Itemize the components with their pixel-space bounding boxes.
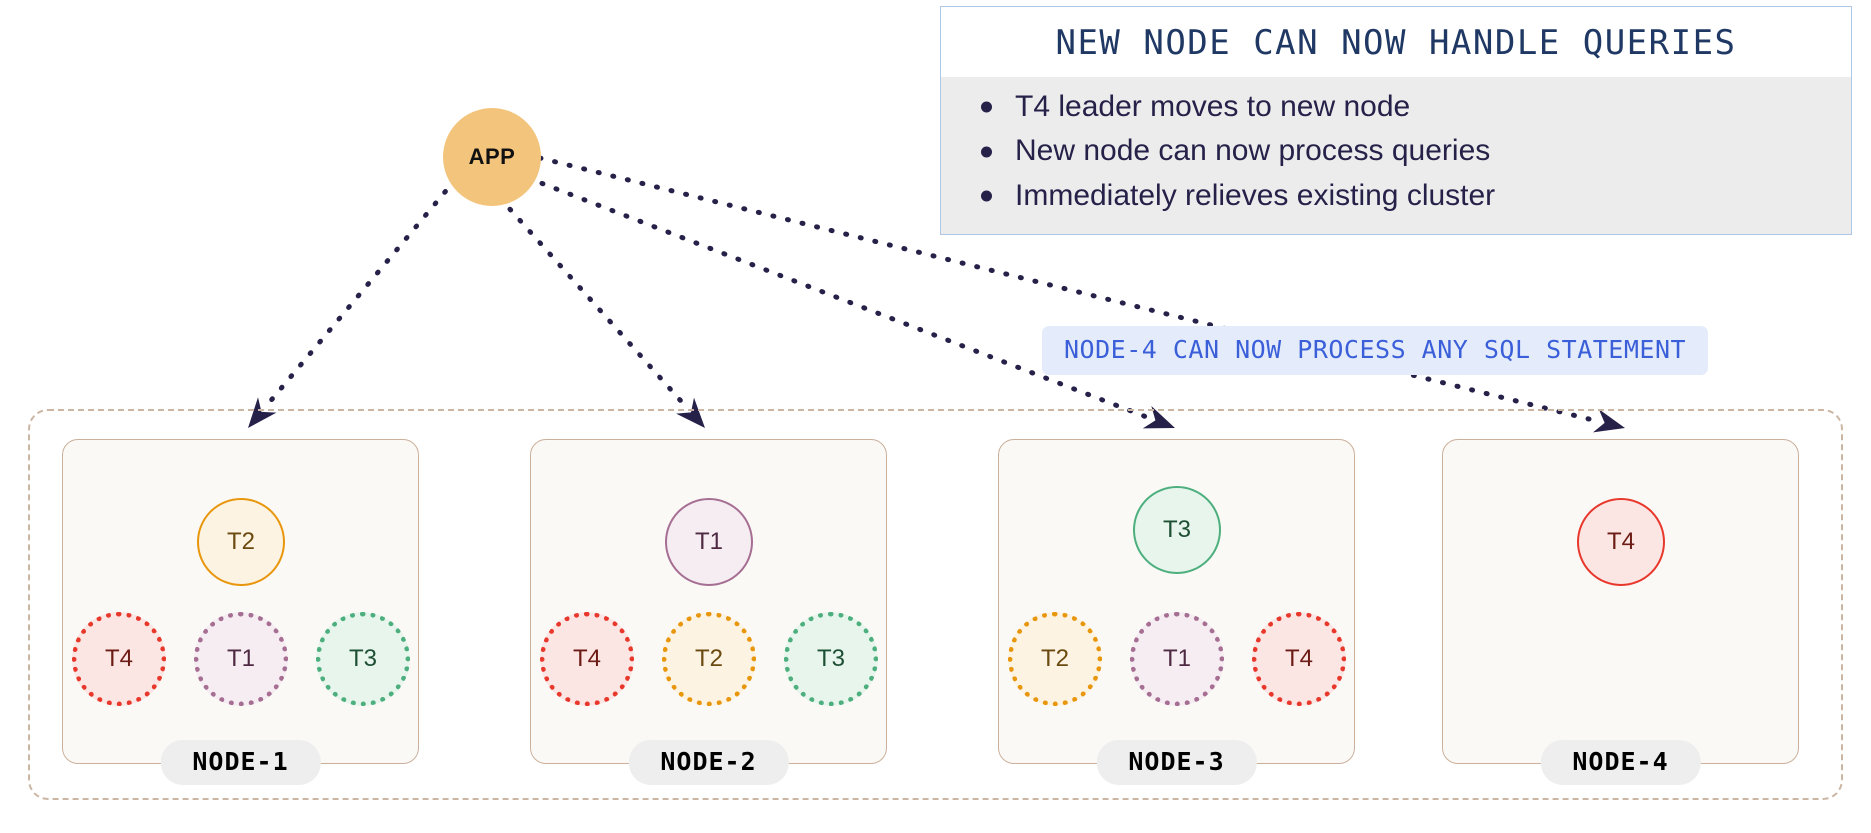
leader-token-label: T3 <box>1162 516 1191 543</box>
follower-token-circle[interactable]: T4 <box>540 612 634 706</box>
callout-title: NEW NODE CAN NOW HANDLE QUERIES <box>941 7 1851 77</box>
follower-token-label: T1 <box>226 645 255 672</box>
leader-token-circle[interactable]: T2 <box>197 498 285 586</box>
app-node-label: APP <box>468 144 516 169</box>
follower-token-label: T2 <box>1040 645 1069 672</box>
app-client-node[interactable]: APP <box>443 108 541 206</box>
leader-token-circle[interactable]: T3 <box>1133 486 1221 574</box>
node-label-pill: NODE-3 <box>1096 740 1257 785</box>
follower-token-circle[interactable]: T1 <box>194 612 288 706</box>
leader-token-circle[interactable]: T4 <box>1577 498 1665 586</box>
leader-token-circle[interactable]: T1 <box>665 498 753 586</box>
follower-token-label: T4 <box>1284 645 1313 672</box>
follower-token-circle[interactable]: T2 <box>662 612 756 706</box>
follower-token-circle[interactable]: T3 <box>316 612 410 706</box>
follower-token-circle[interactable]: T4 <box>72 612 166 706</box>
app-to-node-1 <box>264 177 458 408</box>
callout-bullet-text: T4 leader moves to new node <box>1015 90 1411 123</box>
follower-token-circle[interactable]: T3 <box>784 612 878 706</box>
leader-token-label: T4 <box>1606 528 1635 555</box>
bullet-dot-icon <box>981 101 992 113</box>
callout-bullet-item: New node can now process queries <box>959 129 1851 173</box>
node-label-pill: NODE-1 <box>160 740 321 785</box>
follower-token-label: T4 <box>572 645 601 672</box>
callout-bullet-item: T4 leader moves to new node <box>959 85 1851 129</box>
follower-token-circle[interactable]: T2 <box>1008 612 1102 706</box>
follower-token-label: T3 <box>816 645 845 672</box>
header-callout-box: NEW NODE CAN NOW HANDLE QUERIES T4 leade… <box>940 6 1852 236</box>
follower-token-circle[interactable]: T4 <box>1252 612 1346 706</box>
callout-bullet-text: New node can now process queries <box>1015 134 1491 168</box>
callout-bullet-item: Immediately relieves existing cluster <box>959 174 1851 218</box>
leader-token-label: T1 <box>694 528 723 555</box>
follower-token-label: T1 <box>1162 645 1191 672</box>
app-to-node-2 <box>497 195 688 409</box>
leader-token-label: T2 <box>226 528 255 555</box>
follower-token-label: T3 <box>348 645 377 672</box>
node-label-pill: NODE-2 <box>628 740 789 785</box>
bullet-dot-icon <box>981 190 992 202</box>
bullet-dot-icon <box>981 146 992 158</box>
sub-annotation-pill: NODE-4 CAN NOW PROCESS ANY SQL STATEMENT <box>1042 326 1709 375</box>
follower-token-label: T4 <box>104 645 133 672</box>
node-label-pill: NODE-4 <box>1540 740 1701 785</box>
follower-token-label: T2 <box>694 645 723 672</box>
follower-token-circle[interactable]: T1 <box>1130 612 1224 706</box>
callout-bullet-text: Immediately relieves existing cluster <box>1015 178 1496 212</box>
